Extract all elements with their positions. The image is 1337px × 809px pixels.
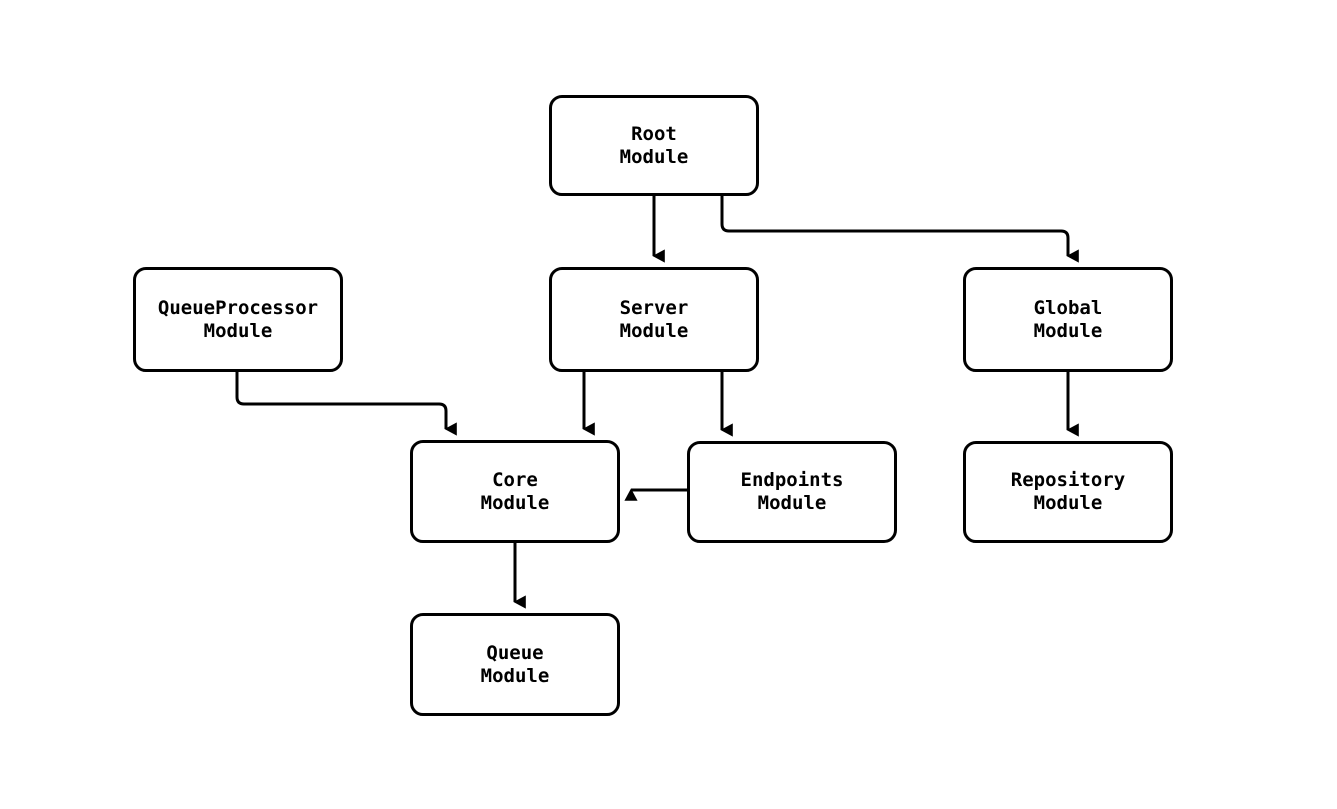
node-root-module[interactable]: Root Module	[549, 95, 759, 196]
node-global-module-label: Global Module	[1033, 296, 1103, 342]
edges-group	[235, 196, 1079, 609]
node-endpoints-module-label: Endpoints Module	[740, 469, 844, 514]
node-queueprocessor-module[interactable]: QueueProcessor Module	[133, 267, 343, 372]
node-queue-module-label: Queue Module	[480, 641, 550, 687]
edge-queueprocessor-to-core	[235, 372, 457, 436]
node-endpoints-module[interactable]: Endpoints Module	[687, 441, 897, 543]
node-server-module[interactable]: Server Module	[549, 267, 759, 372]
node-core-module-label: Core Module	[480, 468, 550, 514]
node-repository-module-label: Repository Module	[1010, 469, 1126, 514]
node-queueprocessor-module-label: QueueProcessor Module	[157, 296, 319, 342]
node-core-module[interactable]: Core Module	[410, 440, 620, 543]
node-server-module-label: Server Module	[619, 296, 689, 342]
node-repository-module[interactable]: Repository Module	[963, 441, 1173, 543]
node-queue-module[interactable]: Queue Module	[410, 613, 620, 716]
node-global-module[interactable]: Global Module	[963, 267, 1173, 372]
node-root-module-label: Root Module	[619, 122, 689, 168]
edge-root-to-global	[720, 196, 1079, 263]
